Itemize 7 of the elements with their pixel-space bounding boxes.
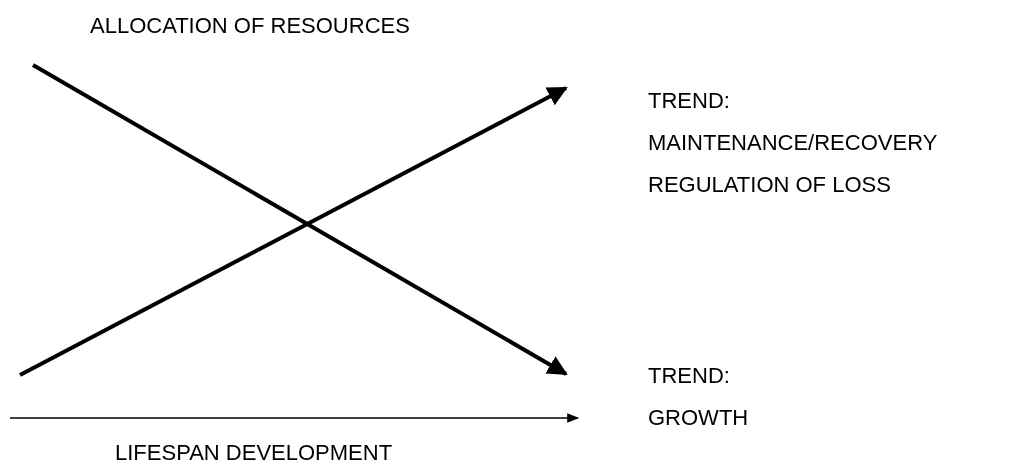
trend-text: GROWTH — [648, 405, 749, 431]
trend-text: REGULATION OF LOSS — [648, 172, 892, 198]
trend-text: MAINTENANCE/RECOVERY — [648, 130, 938, 156]
axis-label: LIFESPAN DEVELOPMENT — [115, 440, 393, 466]
trend-heading: TREND: — [648, 88, 731, 114]
title: ALLOCATION OF RESOURCES — [90, 13, 410, 39]
trend-heading: TREND: — [648, 363, 731, 389]
